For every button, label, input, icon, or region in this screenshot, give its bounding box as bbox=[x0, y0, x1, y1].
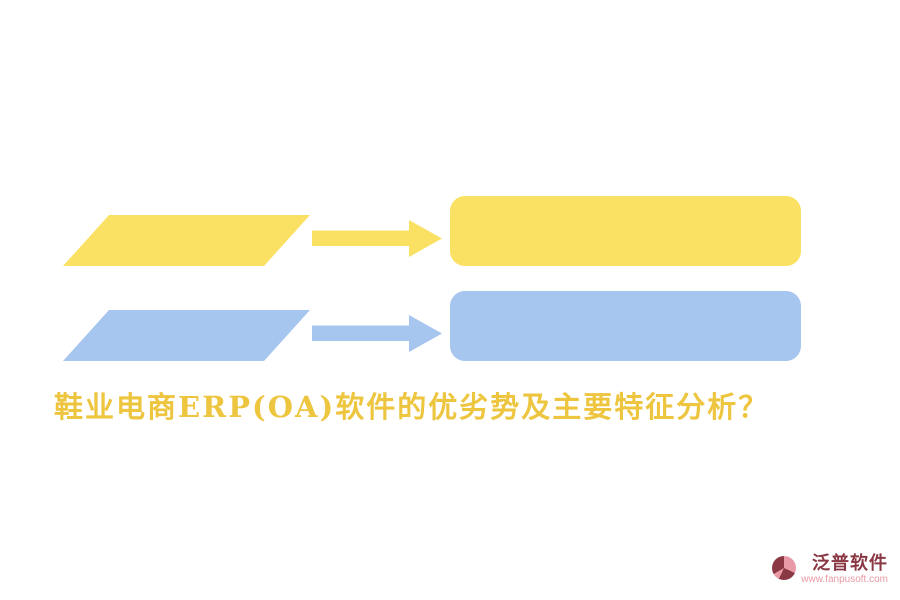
pie-logo-icon bbox=[772, 556, 797, 580]
rounded-rect-blue bbox=[450, 291, 801, 361]
arrow-right-yellow-icon bbox=[312, 220, 442, 257]
parallelogram-blue bbox=[63, 310, 310, 361]
page-title: 鞋业电商ERP(OA)软件的优劣势及主要特征分析？ bbox=[54, 390, 770, 424]
brand-logo: 泛普软件 www.fanpusoft.com bbox=[772, 554, 888, 586]
brand-website: www.fanpusoft.com bbox=[801, 574, 888, 585]
arrow-right-blue-icon bbox=[312, 315, 442, 352]
brand-text-block: 泛普软件 www.fanpusoft.com bbox=[801, 554, 888, 586]
parallelogram-yellow bbox=[63, 215, 310, 266]
brand-name: 泛普软件 bbox=[812, 553, 888, 574]
rounded-rect-yellow bbox=[450, 196, 801, 266]
